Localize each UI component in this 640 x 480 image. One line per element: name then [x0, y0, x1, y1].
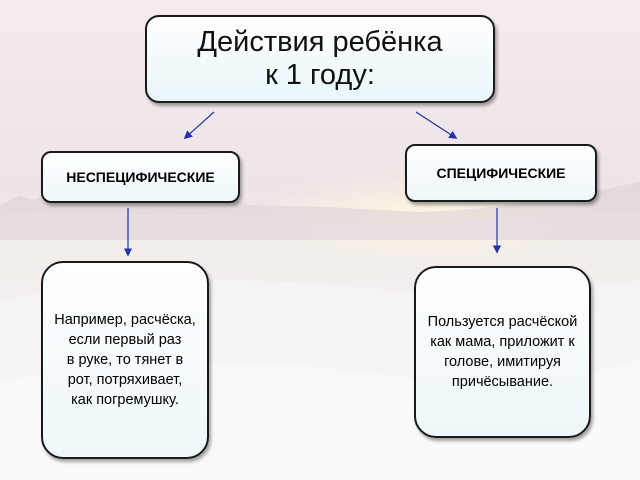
example-line: если первый раз [68, 332, 182, 348]
example-line: рот, потряхивает, [67, 372, 183, 388]
specific-heading: СПЕЦИФИЧЕСКИЕ [436, 165, 566, 181]
nonspecific-heading-box: НЕСПЕЦИФИЧЕСКИЕ [41, 151, 240, 203]
arrow-title-to-right [415, 111, 458, 139]
title-line-2: к 1 году: [265, 59, 375, 91]
example-line: Например, расчёска, [54, 312, 196, 328]
specific-example-text: Пользуется расчёской как мама, приложит … [428, 312, 578, 392]
example-line: как погремушку. [71, 392, 179, 408]
diagram-title: Действия ребёнка к 1 году: [197, 26, 442, 92]
specific-heading-box: СПЕЦИФИЧЕСКИЕ [405, 144, 597, 202]
title-box: Действия ребёнка к 1 году: [145, 15, 495, 103]
nonspecific-example-box: Например, расчёска, если первый раз в ру… [41, 261, 209, 459]
example-line: причёсывание. [451, 374, 554, 390]
specific-example-box: Пользуется расчёской как мама, приложит … [414, 266, 591, 438]
example-line: голове, имитируя [444, 354, 561, 370]
nonspecific-example-text: Например, расчёска, если первый раз в ру… [54, 310, 196, 410]
arrow-title-to-left [183, 111, 215, 140]
nonspecific-heading: НЕСПЕЦИФИЧЕСКИЕ [66, 169, 215, 185]
example-line: Пользуется расчёской [427, 314, 578, 330]
title-line-1: Действия ребёнка [197, 26, 443, 58]
example-line: в руке, то тянет в [66, 352, 184, 368]
example-line: как мама, приложит к [430, 334, 575, 350]
